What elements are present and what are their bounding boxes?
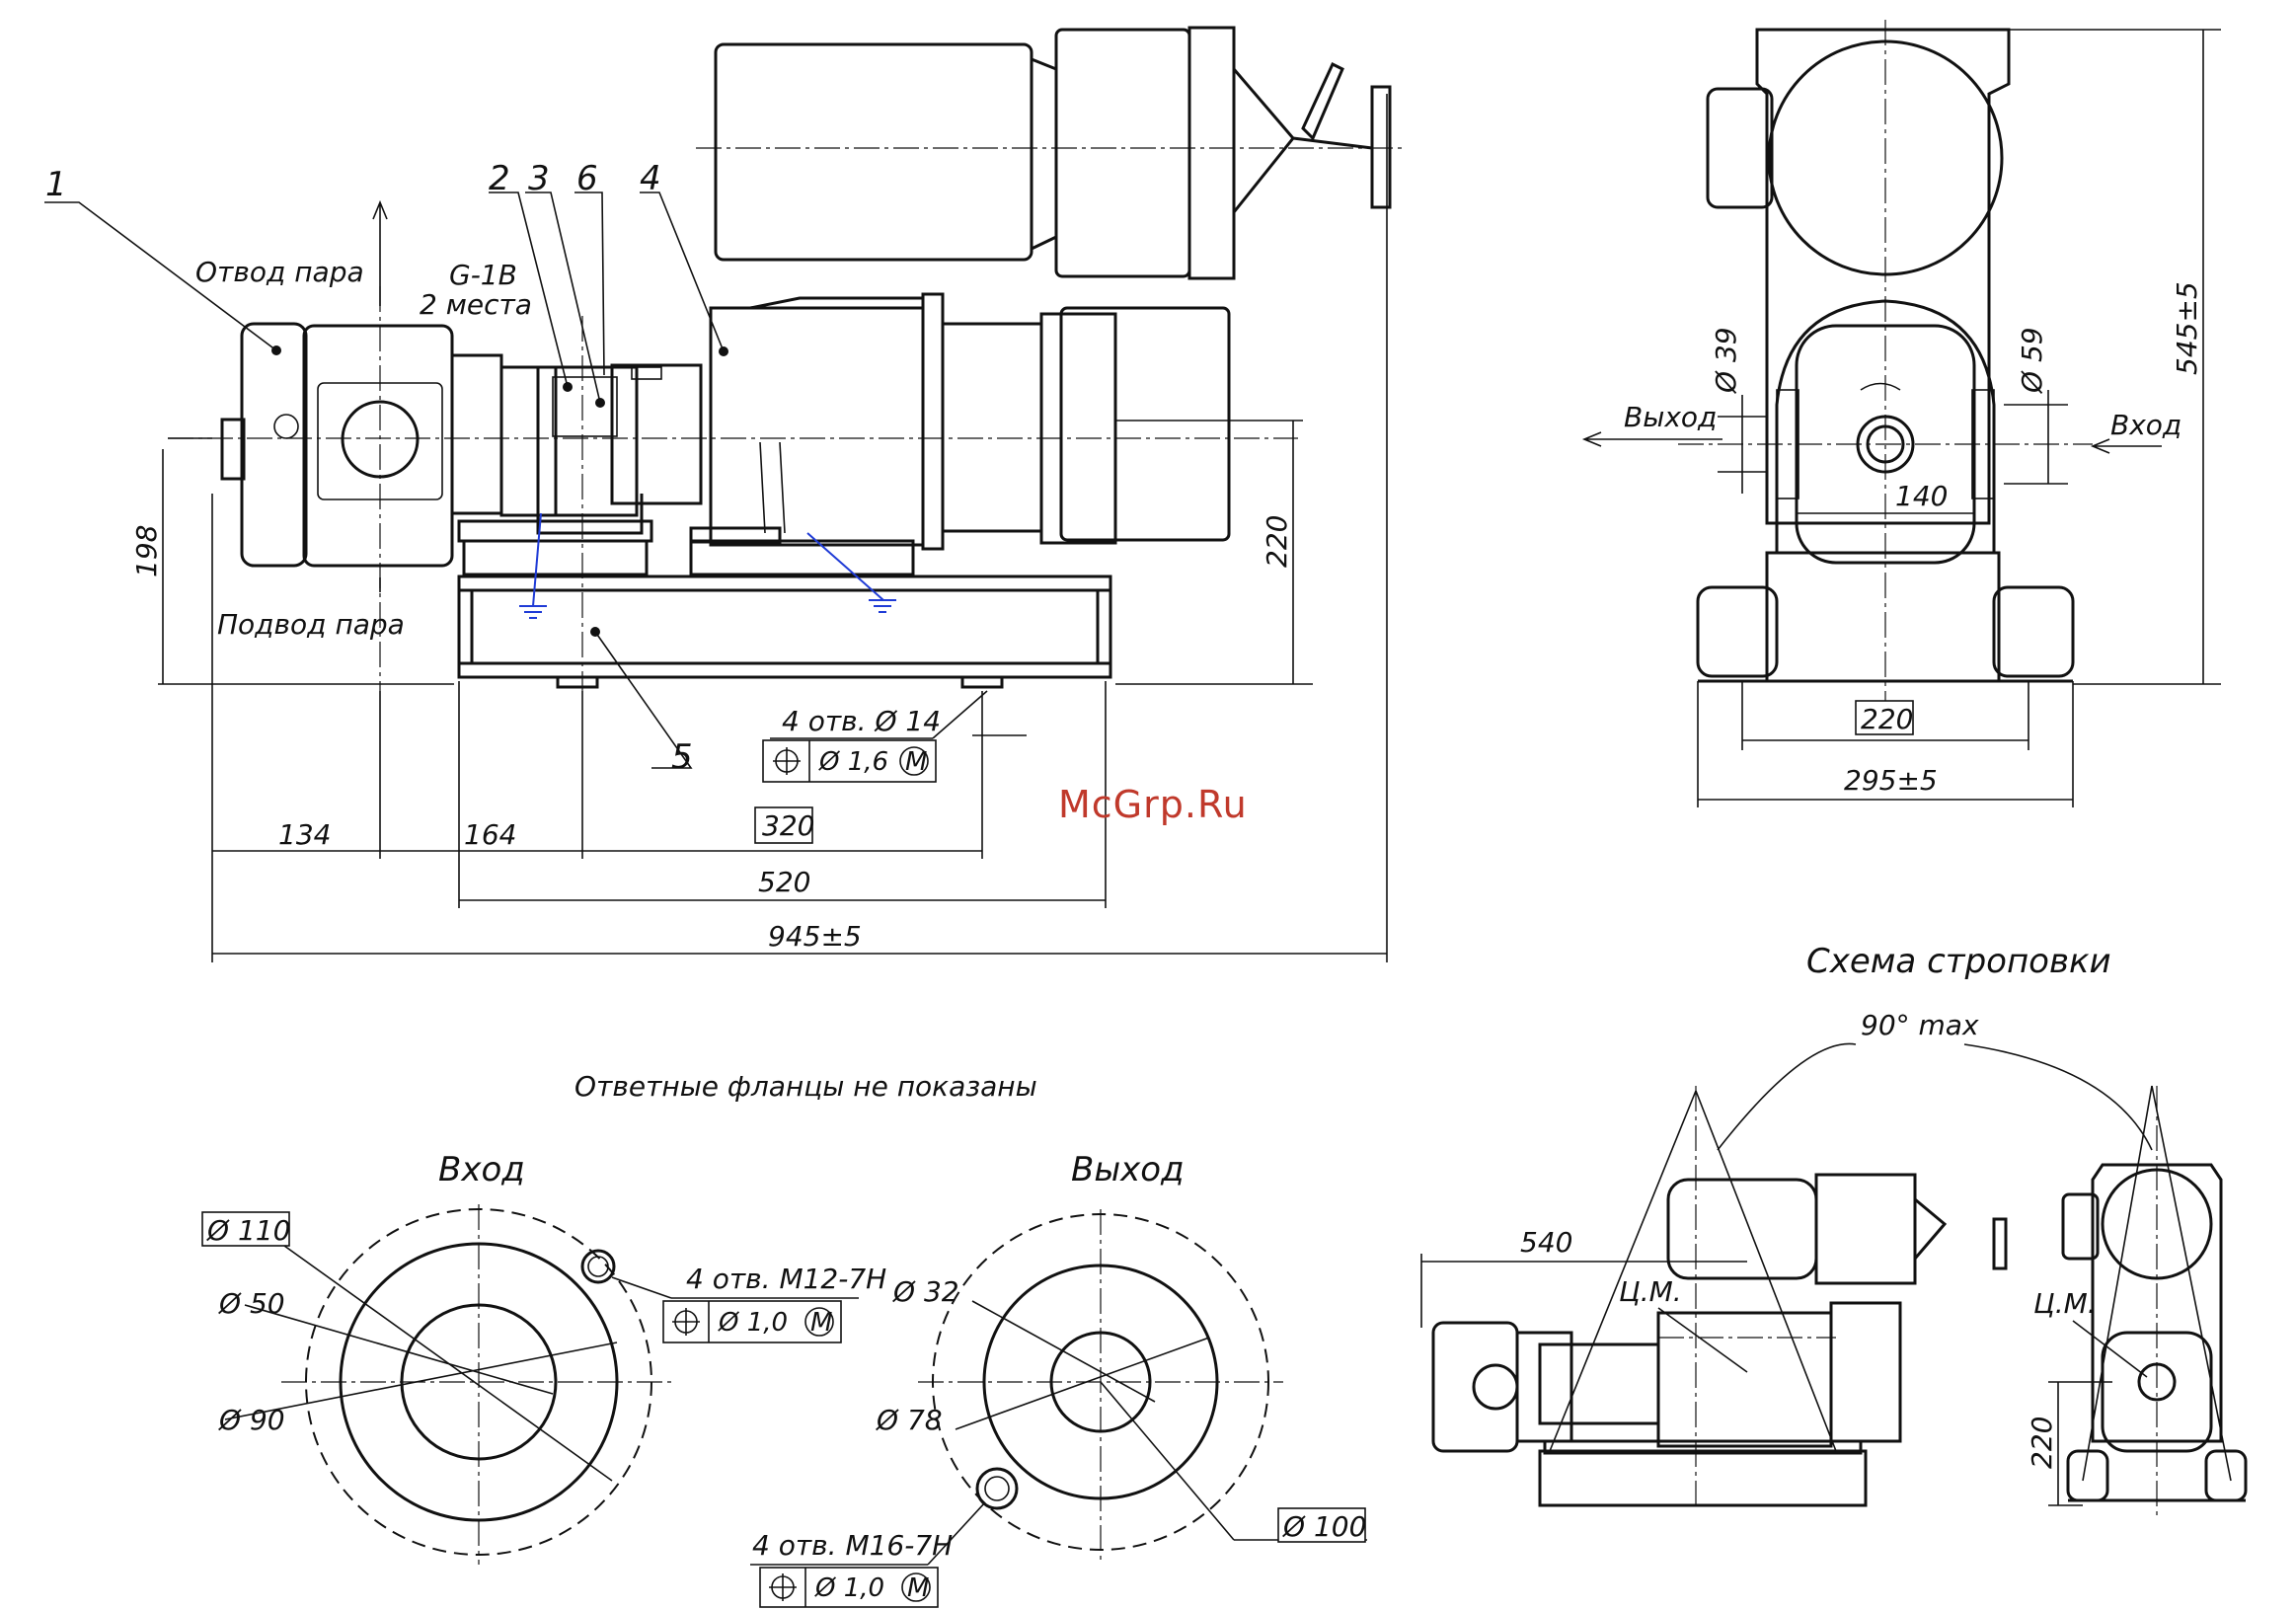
note-mating-flanges: Ответные фланцы не показаны bbox=[574, 1070, 1037, 1103]
part-number-5: 5 bbox=[671, 737, 693, 777]
holes-m16-note: 4 отв. М16-7Н bbox=[752, 1529, 953, 1562]
outlet-flange-title: Выход bbox=[1071, 1150, 1185, 1189]
dim-198: 198 bbox=[130, 525, 163, 577]
thread-label: G-1B bbox=[449, 259, 517, 291]
dim-d90: Ø 90 bbox=[218, 1404, 285, 1436]
inlet-flange-title: Вход bbox=[438, 1150, 525, 1189]
dim-d32: Ø 32 bbox=[892, 1275, 959, 1308]
sling-scheme-title: Схема строповки bbox=[1806, 942, 2111, 981]
dim-d100: Ø 100 bbox=[1282, 1510, 1366, 1543]
outlet-flange: Выход Ø 100 Ø 32 Ø 78 4 отв. М16-7Н Ø 1,… bbox=[750, 1150, 1367, 1608]
cg-label-side: Ц.М. bbox=[1619, 1275, 1682, 1308]
dim-220-front: 220 bbox=[1861, 703, 1913, 735]
dim-320: 320 bbox=[762, 809, 814, 842]
dim-d59: Ø 59 bbox=[2016, 327, 2048, 394]
modifier-m-3: M bbox=[907, 1573, 929, 1603]
inlet-label-front: Вход bbox=[2110, 409, 2181, 441]
dim-540: 540 bbox=[1520, 1226, 1572, 1259]
dim-140: 140 bbox=[1895, 480, 1948, 512]
tolerance-16: Ø 1,6 bbox=[818, 747, 888, 777]
front-view-dimensions: 545±5 Ø 39 Ø 59 140 220 295±5 Выход Вход bbox=[1581, 29, 2221, 807]
steam-inlet-label: Подвод пара bbox=[217, 608, 405, 641]
side-view-dimensions: 198 220 134 164 320 520 945±5 4 отв. Ø 1… bbox=[130, 94, 1388, 962]
side-view: 1 2 3 6 4 5 Отвод пара G-1B 2 места Подв… bbox=[44, 26, 1402, 777]
modifier-m-2: M bbox=[810, 1308, 832, 1338]
places-label: 2 места bbox=[420, 288, 532, 321]
dim-d78: Ø 78 bbox=[876, 1404, 943, 1436]
tolerance-10-a: Ø 1,0 bbox=[718, 1308, 788, 1338]
cg-label-front: Ц.М. bbox=[2033, 1287, 2097, 1320]
dim-545: 545±5 bbox=[2171, 281, 2203, 375]
dim-220-sling: 220 bbox=[2026, 1417, 2058, 1469]
dim-220: 220 bbox=[1261, 515, 1293, 568]
outlet-label-front: Выход bbox=[1624, 401, 1717, 433]
part-number-2: 2 bbox=[489, 159, 510, 198]
part-number-1: 1 bbox=[45, 165, 67, 204]
part-number-6: 6 bbox=[576, 159, 598, 198]
dim-295: 295±5 bbox=[1844, 764, 1938, 797]
watermark: McGrp.Ru bbox=[1058, 783, 1248, 826]
inlet-flange: Вход Ø 110 Ø 50 Ø 90 4 отв. М12-7Н Ø 1,0… bbox=[201, 1150, 886, 1565]
dim-d110: Ø 110 bbox=[206, 1214, 290, 1247]
steam-outlet-label: Отвод пара bbox=[195, 256, 364, 288]
modifier-m-1: M bbox=[905, 747, 927, 777]
dim-945: 945±5 bbox=[768, 920, 862, 953]
tolerance-10-b: Ø 1,0 bbox=[814, 1573, 884, 1603]
dim-520: 520 bbox=[758, 866, 810, 898]
part-number-3: 3 bbox=[528, 159, 550, 198]
dim-d50: Ø 50 bbox=[218, 1287, 285, 1320]
part-number-4: 4 bbox=[640, 159, 661, 198]
dim-164: 164 bbox=[464, 818, 516, 851]
slinging-scheme: Схема строповки 90° max bbox=[1420, 942, 2248, 1515]
dim-134: 134 bbox=[278, 818, 331, 851]
front-view bbox=[1678, 20, 2093, 701]
dim-d39: Ø 39 bbox=[1710, 327, 1742, 394]
holes-m12-note: 4 отв. М12-7Н bbox=[686, 1263, 886, 1295]
sling-angle: 90° max bbox=[1861, 1009, 1979, 1041]
holes-14-note: 4 отв. Ø 14 bbox=[782, 705, 941, 737]
